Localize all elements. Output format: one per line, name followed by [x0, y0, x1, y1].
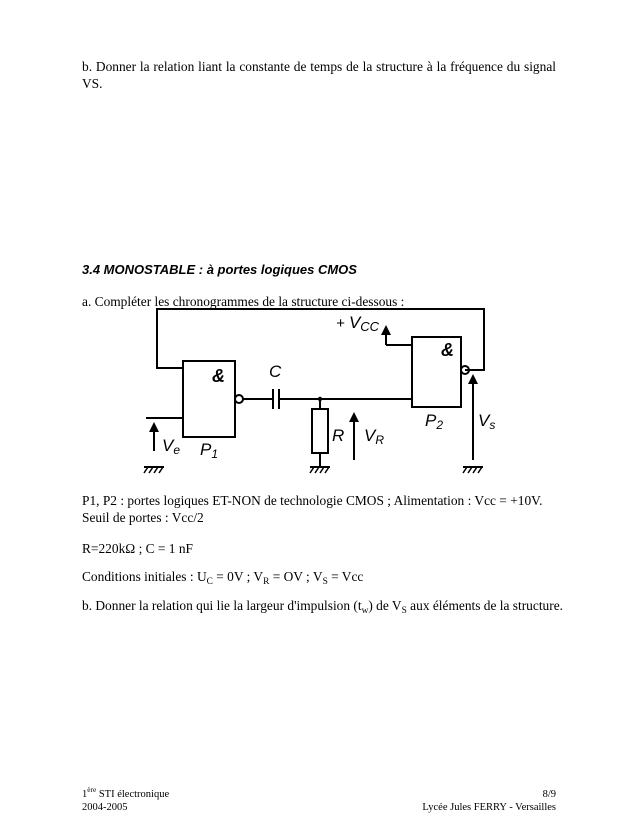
gate-p2-output-bubble	[460, 365, 470, 375]
footer-year: 2004-2005	[82, 802, 128, 813]
p1-label: P1	[200, 440, 218, 461]
feedback-wire	[156, 308, 485, 371]
vcc-label: + VCC	[336, 313, 380, 334]
question-b: b. Donner la relation qui lie la largeur…	[82, 598, 563, 616]
question-b-previous: b. Donner la relation liant la constante…	[82, 59, 556, 91]
threshold-description: Seuil de portes : Vcc/2	[82, 510, 204, 525]
ground-symbol-output	[462, 466, 483, 474]
ground-symbol-input	[143, 466, 164, 474]
component-values: R=220kΩ ; C = 1 nF	[82, 541, 193, 556]
monostable-circuit-diagram: + VCC & & C R VR Vs Ve P1 P2	[143, 308, 495, 474]
gate-p2-symbol: &	[441, 340, 454, 360]
footer-left: 1ère STI électronique 2004-2005	[82, 785, 170, 814]
junction-dot	[317, 396, 323, 402]
ve-label: Ve	[162, 436, 180, 457]
resistor	[311, 408, 329, 454]
gate-p1	[182, 360, 236, 438]
resistor-label: R	[332, 426, 344, 445]
initial-conditions: Conditions initiales : UC = 0V ; VR = OV…	[82, 569, 364, 587]
footer-page-number: 8/9	[542, 789, 556, 800]
gate-p1-symbol: &	[212, 366, 225, 386]
ground-symbol-resistor	[309, 466, 330, 474]
gate-p1-output-bubble	[234, 394, 244, 404]
vcc-arrow-head	[381, 325, 391, 335]
footer-school: Lycée Jules FERRY - Versailles	[422, 802, 556, 813]
footer-right: 8/9 Lycée Jules FERRY - Versailles	[422, 788, 556, 814]
ve-arrow-head	[149, 422, 159, 432]
vr-label: VR	[364, 426, 384, 447]
vs-label: Vs	[478, 411, 495, 432]
gates-description: P1, P2 : portes logiques ET-NON de techn…	[82, 493, 543, 508]
question-a: a. Compléter les chronogrammes de la str…	[82, 294, 405, 309]
vs-arrow-head	[468, 374, 478, 384]
capacitor-label: C	[269, 362, 282, 381]
footer-class: 1ère STI électronique	[82, 785, 170, 800]
p2-label: P2	[425, 411, 443, 432]
vr-arrow-head	[349, 412, 359, 422]
section-heading: 3.4 MONOSTABLE : à portes logiques CMOS	[82, 262, 357, 277]
